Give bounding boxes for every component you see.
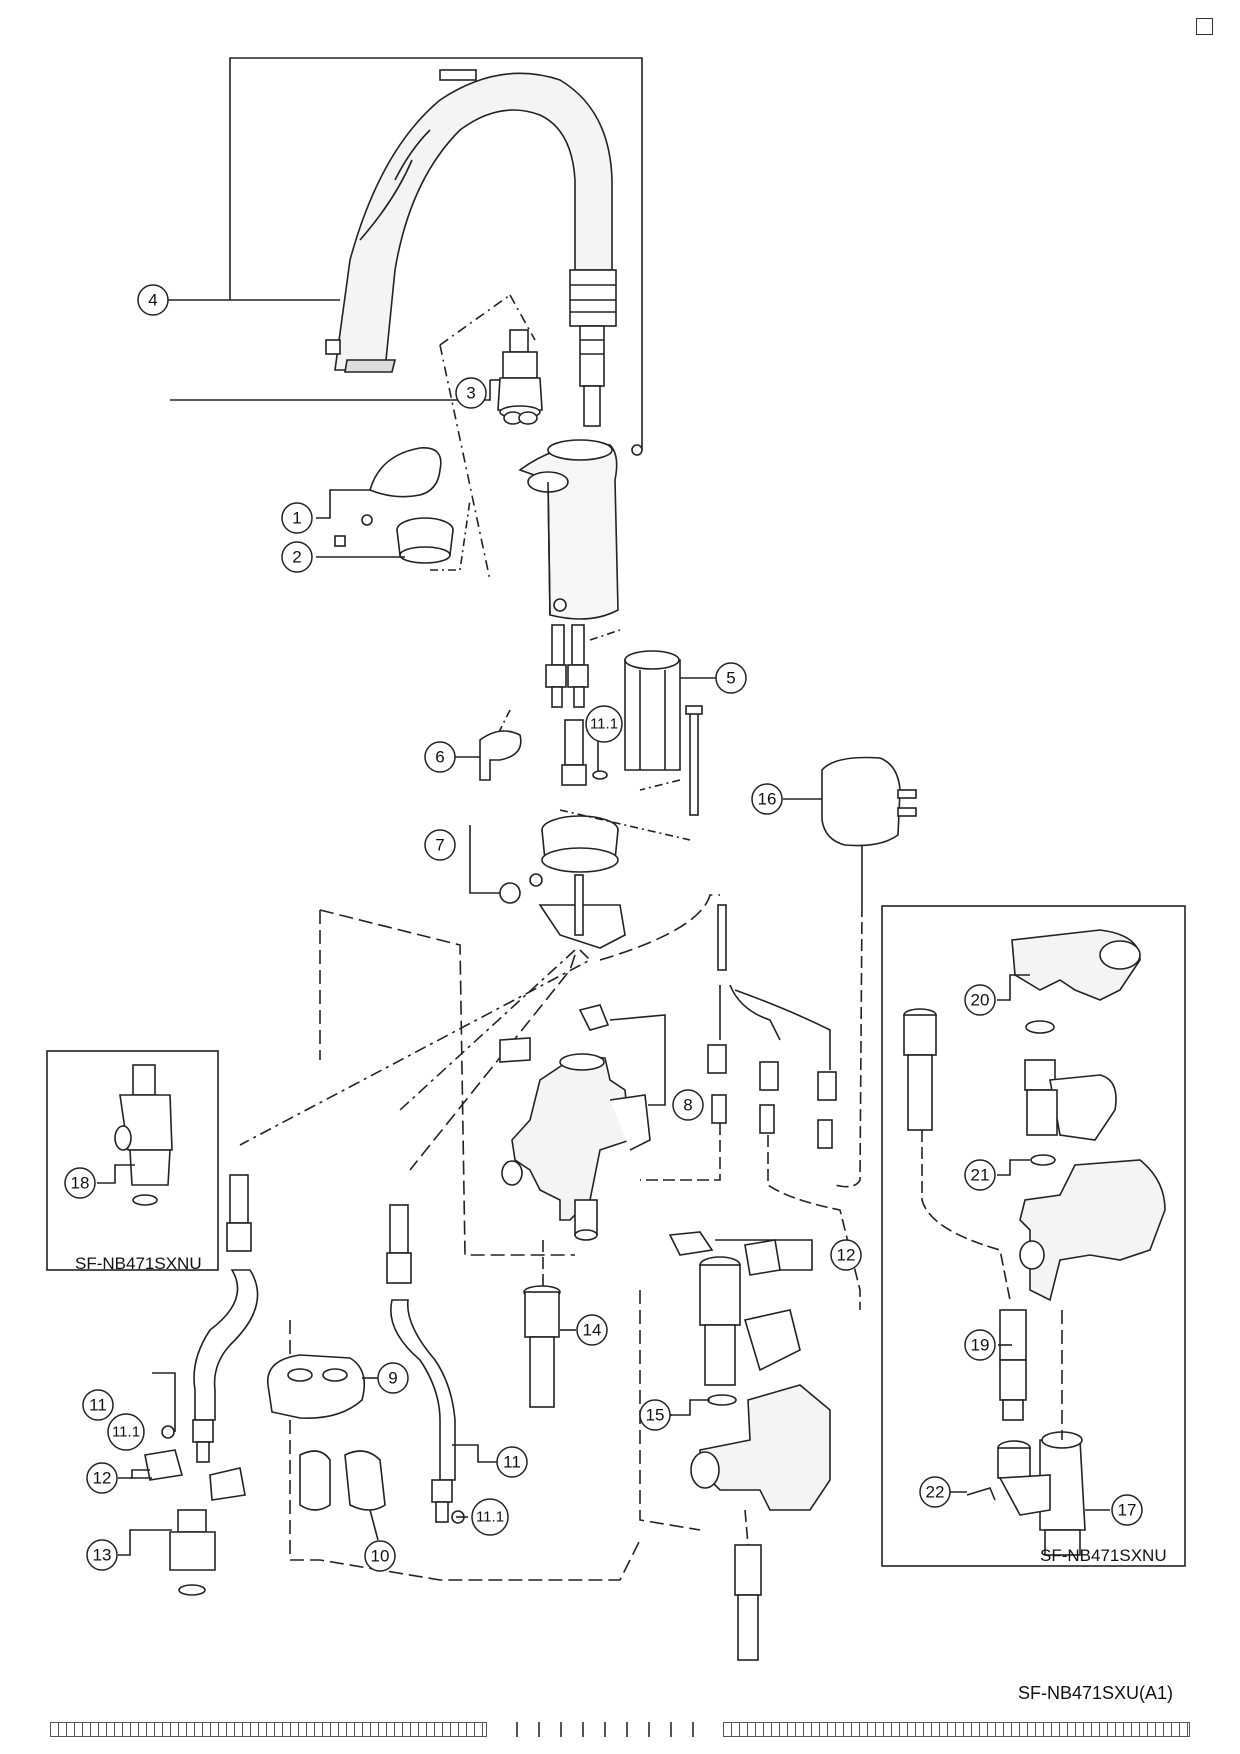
clamp-10-part: [299, 1450, 386, 1511]
callout-16-label: 16: [758, 790, 777, 809]
spout-part: [325, 69, 617, 427]
callout-5: 5: [715, 662, 747, 694]
callout-19-label: 20: [971, 991, 990, 1010]
callout-11-left-label: 11: [89, 1396, 107, 1415]
callout-7: 7: [424, 829, 456, 861]
hose-11-center-part: [386, 1204, 465, 1524]
mounting-nut-part: [499, 815, 619, 904]
faucet-body-part: [518, 439, 643, 620]
callout-3-label: 3: [466, 384, 475, 403]
faucet-17-part: [114, 1064, 173, 1206]
callout-11-center-label: 11: [503, 1453, 521, 1472]
valve-assembly-part: [690, 1256, 831, 1511]
footer-segment-2: [500, 1721, 710, 1737]
valve-stem-part: [561, 719, 608, 786]
callout-6: 6: [424, 741, 456, 773]
callout-11-left: 11: [82, 1389, 114, 1421]
callout-2: 2: [281, 541, 313, 573]
callout-20: 21: [964, 1159, 996, 1191]
hose-11-left-part: [161, 1174, 259, 1463]
callout-5-label: 5: [726, 669, 735, 688]
ac-adapter-part: [821, 756, 917, 905]
checkbox-square: [1196, 18, 1213, 35]
mount-plate-part: [538, 874, 626, 949]
elbow-19-part: [1011, 929, 1141, 1034]
callout-11-1-top: 11.1: [585, 705, 623, 743]
adapter-13-part: [169, 1509, 216, 1596]
callout-10-label: 10: [371, 1547, 390, 1566]
control-valve-part: [499, 1004, 651, 1241]
callout-7-label: 7: [435, 836, 444, 855]
hose-14-part: [523, 1285, 561, 1408]
callout-12-left-label: 12: [93, 1469, 112, 1488]
tee-21-part: [997, 1431, 1086, 1556]
hose-lower-part: [734, 1544, 762, 1661]
callout-19: 20: [964, 984, 996, 1016]
lever-handle-part: [334, 447, 442, 547]
callout-18-label: 19: [971, 1336, 990, 1355]
callout-20-label: 21: [971, 1166, 990, 1185]
callout-3: 3: [455, 377, 487, 409]
valve-20-part: [1019, 1059, 1166, 1302]
callout-22: 22: [919, 1476, 951, 1508]
callout-21: 17: [1111, 1494, 1143, 1526]
callout-13-label: 13: [93, 1546, 112, 1565]
callout-9-label: 9: [388, 1369, 397, 1388]
callout-11-1-left-label: 11.1: [112, 1424, 140, 1441]
callout-10: 10: [364, 1540, 396, 1572]
callout-16: 16: [751, 783, 783, 815]
callout-group: 4 3 1 2 5 11.1 6 16 7 8 18 12 14 9 11 11…: [64, 284, 1143, 1572]
callout-13: 13: [86, 1539, 118, 1571]
model-code: SF-NB471SXU(A1): [1018, 1683, 1174, 1703]
callout-21-label: 17: [1118, 1501, 1137, 1520]
callout-6-label: 6: [435, 748, 444, 767]
cartridge-part: [497, 329, 543, 425]
callout-18: 19: [964, 1329, 996, 1361]
callout-9: 9: [377, 1362, 409, 1394]
callout-11-1-left: 11.1: [107, 1413, 145, 1451]
callout-11-1-center: 11.1: [471, 1498, 509, 1536]
bracket-part: [624, 650, 681, 771]
footer-redacted-text: [50, 1720, 1190, 1738]
callout-11-1-center-label: 11.1: [476, 1509, 504, 1526]
callout-1-label: 1: [292, 509, 301, 528]
pipe-18-part: [903, 1008, 1027, 1421]
callout-8: 8: [672, 1089, 704, 1121]
callout-12-right: 12: [830, 1239, 862, 1271]
callout-8-label: 8: [683, 1096, 692, 1115]
callout-2-label: 2: [292, 548, 301, 567]
callout-14-label: 14: [583, 1321, 602, 1340]
footer-segment-1: [50, 1721, 487, 1737]
callout-17: 18: [64, 1167, 96, 1199]
footer-segment-3: [723, 1721, 1190, 1737]
callout-4: 4: [137, 284, 169, 316]
inset-left-model-label: SF-NB471SXNU: [75, 1254, 202, 1273]
callout-4-label: 4: [148, 291, 157, 310]
callout-12-left: 12: [86, 1462, 118, 1494]
inset-right-model-label: SF-NB471SXNU: [1040, 1546, 1167, 1565]
callout-15-label: 15: [646, 1406, 665, 1425]
callout-17-label: 18: [71, 1174, 90, 1193]
handle-base-part: [396, 517, 454, 564]
callout-15: 15: [639, 1399, 671, 1431]
guide-9-part: [267, 1354, 366, 1419]
sensor-wiring: [707, 904, 837, 1149]
callout-11-1-top-label: 11.1: [590, 716, 618, 733]
callout-12-right-label: 12: [837, 1246, 856, 1265]
callout-14: 14: [576, 1314, 608, 1346]
supply-tubes: [545, 624, 589, 708]
callout-22-label: 22: [926, 1483, 945, 1502]
clip-part: [479, 730, 522, 781]
callout-11-center: 11: [496, 1446, 528, 1478]
callout-1: 1: [281, 502, 313, 534]
